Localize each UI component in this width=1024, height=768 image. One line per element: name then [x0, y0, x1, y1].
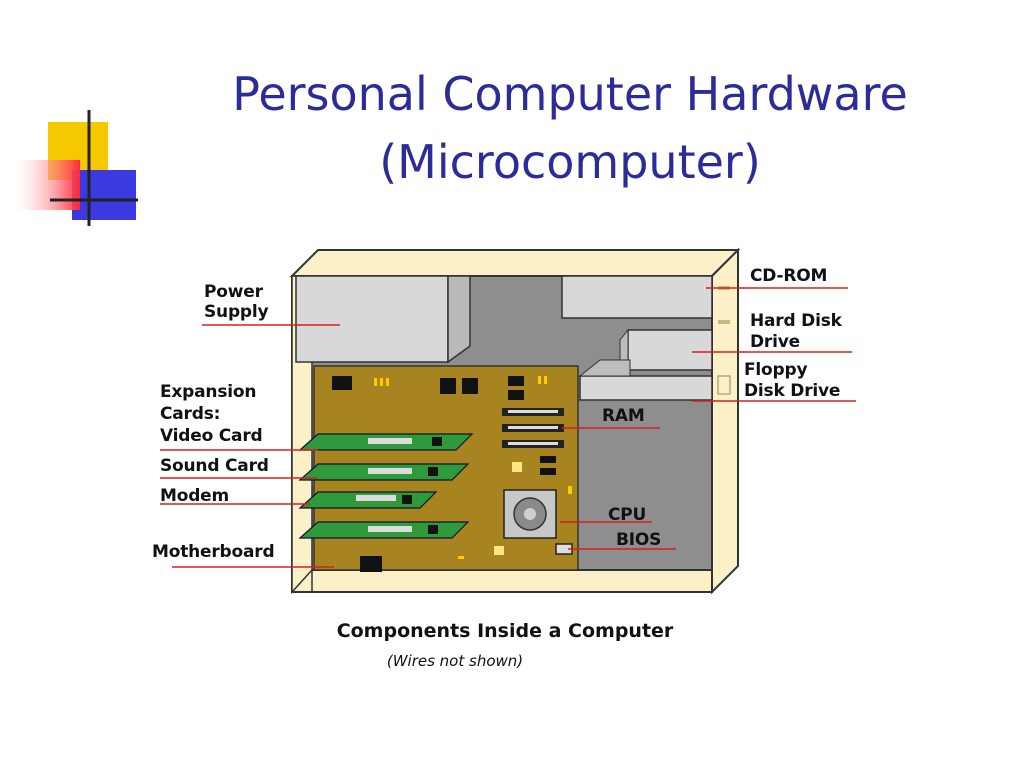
- label-video-card: Video Card: [160, 426, 263, 446]
- mb-pin: [568, 486, 572, 494]
- fourth-card-shape: [298, 521, 470, 539]
- mb-chip: [332, 376, 352, 390]
- mb-pin: [380, 378, 383, 386]
- power-supply-side: [447, 275, 471, 364]
- mb-chip: [360, 556, 382, 572]
- mb-pin: [494, 546, 504, 555]
- label-floppy-1: Floppy: [744, 360, 808, 380]
- label-hard-disk-2: Drive: [750, 332, 800, 352]
- mb-pin: [538, 376, 541, 384]
- mb-chip: [508, 390, 524, 400]
- ram-modules: [502, 408, 564, 448]
- page-title: Personal Computer Hardware: [232, 67, 908, 121]
- modem-card-shape: [298, 491, 438, 509]
- label-modem: Modem: [160, 486, 230, 506]
- label-cd-rom: CD-ROM: [750, 266, 828, 286]
- mb-pin: [374, 378, 377, 386]
- blue-square-icon: [72, 170, 136, 220]
- power-supply-box: [295, 275, 449, 363]
- floppy-drive: [579, 375, 713, 401]
- label-bios: BIOS: [616, 530, 662, 550]
- label-floppy-2: Disk Drive: [744, 381, 841, 401]
- sound-card-shape: [298, 463, 470, 481]
- page-subtitle: (Microcomputer): [379, 135, 761, 189]
- mb-pin: [386, 378, 389, 386]
- label-hard-disk-1: Hard Disk: [750, 311, 842, 331]
- leader-lines: [160, 287, 856, 568]
- hard-disk-drive: [627, 329, 713, 371]
- label-power-supply-1: Power: [204, 282, 263, 302]
- mb-chip: [540, 456, 556, 463]
- mb-chip: [540, 468, 556, 475]
- mb-pin: [512, 462, 522, 472]
- drive-slot: [717, 375, 731, 395]
- label-expansion-2: Cards:: [160, 404, 221, 424]
- label-sound-card: Sound Card: [160, 456, 269, 476]
- video-card-shape: [298, 433, 474, 451]
- floppy-top: [578, 359, 631, 377]
- diagram-caption: Components Inside a Computer: [336, 620, 674, 642]
- diagram-subcaption: (Wires not shown): [386, 652, 524, 670]
- red-square-icon: [14, 160, 80, 210]
- case-bottom: [291, 569, 713, 593]
- label-motherboard: Motherboard: [152, 542, 275, 562]
- label-cpu: CPU: [608, 505, 647, 525]
- label-ram: RAM: [602, 406, 645, 426]
- cd-rom-drive: [561, 275, 713, 319]
- cpu-chip: [503, 489, 557, 539]
- mb-chip: [462, 378, 478, 394]
- mb-pin: [544, 376, 547, 384]
- mb-chip: [508, 376, 524, 386]
- label-expansion-1: Expansion: [160, 382, 257, 402]
- case-side: [711, 247, 739, 595]
- mb-pin: [458, 556, 464, 559]
- label-power-supply-2: Supply: [204, 302, 269, 322]
- drive-slot: [718, 320, 730, 324]
- case-top: [289, 249, 741, 277]
- mb-chip: [440, 378, 456, 394]
